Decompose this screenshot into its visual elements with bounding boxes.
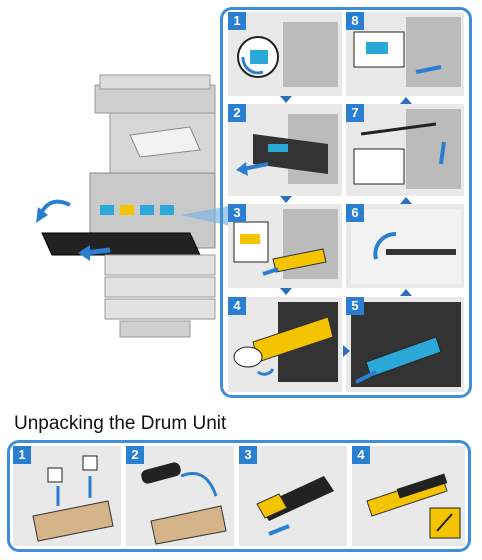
step-number: 8 bbox=[346, 12, 364, 30]
step-1-illustration bbox=[237, 22, 338, 87]
unpack-panel-1: 1 bbox=[13, 446, 121, 546]
unpack-1-illustration bbox=[32, 455, 114, 542]
printer-overview-illustration bbox=[36, 74, 230, 338]
step-number: 4 bbox=[228, 297, 246, 315]
step-number: 2 bbox=[228, 104, 246, 122]
step-number: 3 bbox=[228, 204, 246, 222]
unpack-4-illustration bbox=[366, 473, 461, 539]
step-6-illustration bbox=[351, 209, 461, 284]
step-number: 6 bbox=[346, 204, 364, 222]
step-4-illustration bbox=[233, 302, 338, 382]
unpack-3-illustration bbox=[256, 476, 334, 536]
step-panel-5: 5 bbox=[346, 297, 464, 392]
step-panel-7: 7 bbox=[346, 104, 464, 196]
step-2-illustration bbox=[236, 114, 338, 184]
step-panel-2: 2 bbox=[228, 104, 342, 196]
flow-arrow-7-8 bbox=[400, 97, 412, 104]
flow-arrow-6-7 bbox=[400, 197, 412, 204]
section-title: Unpacking the Drum Unit bbox=[14, 413, 227, 434]
unpack-panel-3: 3 bbox=[239, 446, 347, 546]
step-panel-3: 3 bbox=[228, 204, 342, 288]
step-panel-4: 4 bbox=[228, 297, 342, 392]
unpacking-steps-frame bbox=[7, 440, 471, 552]
flow-arrow-3-4 bbox=[280, 288, 292, 295]
step-number: 1 bbox=[228, 12, 246, 30]
flow-arrow-1-2 bbox=[280, 96, 292, 103]
step-3-illustration bbox=[233, 209, 338, 279]
step-number: 7 bbox=[346, 104, 364, 122]
step-panel-1: 1 bbox=[228, 12, 342, 96]
flow-arrow-2-3 bbox=[280, 196, 292, 203]
step-number: 3 bbox=[239, 446, 257, 464]
unpack-2-illustration bbox=[141, 462, 227, 545]
step-number: 4 bbox=[352, 446, 370, 464]
step-panel-8: 8 bbox=[346, 12, 464, 96]
step-number: 2 bbox=[126, 446, 144, 464]
step-number: 1 bbox=[13, 446, 31, 464]
unpack-panel-2: 2 bbox=[126, 446, 234, 546]
procedure-steps-frame bbox=[220, 7, 472, 398]
unpack-panel-4: 4 bbox=[352, 446, 465, 546]
flow-arrow-4-5 bbox=[343, 345, 350, 357]
step-panel-6: 6 bbox=[346, 204, 464, 288]
step-8-illustration bbox=[353, 17, 461, 87]
step-5-illustration bbox=[351, 302, 461, 387]
flow-arrow-5-6 bbox=[400, 289, 412, 296]
step-number: 5 bbox=[346, 297, 364, 315]
step-7-illustration bbox=[353, 109, 461, 189]
